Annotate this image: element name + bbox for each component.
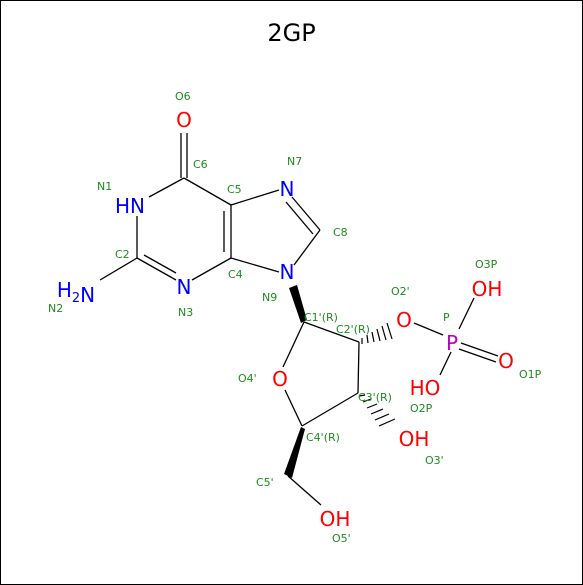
atom-n-n9: N bbox=[280, 260, 295, 284]
molecule-title: 2GP bbox=[267, 19, 316, 47]
bond-p-o2p bbox=[439, 351, 452, 376]
bond-c2-n3-a bbox=[136, 257, 177, 281]
atom-ho-o2p: HO bbox=[410, 376, 441, 400]
atom-oh-o5prime: OH bbox=[320, 507, 351, 531]
label-p: P bbox=[443, 311, 450, 324]
bond-p-o1p-a bbox=[460, 342, 499, 357]
bond-c2prime-o2prime-hash bbox=[361, 322, 393, 344]
label-c4prime: C4'(R) bbox=[306, 431, 340, 444]
label-o2p: O2P bbox=[410, 402, 433, 415]
label-o4prime: O4' bbox=[238, 372, 257, 385]
bond-n9-c1prime-wedge bbox=[289, 285, 307, 323]
label-c8: C8 bbox=[333, 226, 348, 239]
label-o3p: O3P bbox=[475, 258, 498, 271]
bond-p-o3p bbox=[458, 297, 475, 330]
label-c5prime: C5' bbox=[256, 476, 274, 489]
atom-o-o1p: O bbox=[498, 349, 514, 373]
atom-h2n-n2: H2N bbox=[57, 278, 95, 307]
bond-c4prime-c5prime-wedge bbox=[284, 427, 305, 478]
label-c3prime: C3'(R) bbox=[358, 391, 392, 404]
label-c2prime: C2'(R) bbox=[336, 323, 370, 336]
atom-o-o4prime: O bbox=[272, 367, 288, 391]
atom-o-c6: O bbox=[176, 108, 192, 132]
label-o2prime: O2' bbox=[391, 285, 410, 298]
atom-o-o2prime: O bbox=[396, 308, 412, 332]
label-o3prime: O3' bbox=[425, 454, 444, 467]
bond-p-o1p-b bbox=[458, 348, 497, 363]
bond-c3prime-c4prime bbox=[301, 392, 359, 427]
bond-n7-c8-a bbox=[291, 196, 321, 231]
bond-c4prime-o4prime bbox=[284, 389, 303, 427]
element-symbols: O HN N H2N N N O OH P O HO O OH OH bbox=[57, 108, 514, 531]
atom-hn-n1: HN bbox=[115, 194, 145, 218]
atom-n-n7: N bbox=[280, 177, 295, 201]
bond-c1prime-o4prime bbox=[282, 321, 305, 368]
atom-p: P bbox=[446, 331, 458, 355]
bond-c5-n7 bbox=[230, 189, 280, 206]
bond-o2prime-p bbox=[413, 322, 444, 336]
label-c4: C4 bbox=[228, 268, 243, 281]
label-n3: N3 bbox=[178, 306, 193, 319]
atom-labels: O6 C6 N7 N1 C5 C8 C2 C4 N2 N3 N9 O3P O2'… bbox=[48, 90, 542, 545]
label-c2: C2 bbox=[115, 248, 130, 261]
label-c6: C6 bbox=[193, 158, 208, 171]
bond-c6-c5 bbox=[183, 177, 232, 206]
bond-c2prime-c3prime bbox=[357, 341, 360, 394]
bond-n9-c4 bbox=[230, 257, 280, 273]
label-c5: C5 bbox=[227, 183, 242, 196]
bond-c3prime-o3prime-hash bbox=[358, 394, 396, 427]
label-n2: N2 bbox=[48, 302, 63, 315]
atom-n-n3: N bbox=[177, 275, 192, 299]
bonds bbox=[99, 133, 499, 506]
label-n7: N7 bbox=[287, 155, 302, 168]
bond-c6-n1 bbox=[148, 177, 185, 198]
label-n1: N1 bbox=[97, 180, 112, 193]
label-o6: O6 bbox=[175, 90, 191, 103]
atom-oh-o3p: OH bbox=[472, 277, 503, 301]
atom-oh-o3prime: OH bbox=[399, 427, 430, 451]
label-n9: N9 bbox=[262, 291, 277, 304]
bond-c2-n3-b bbox=[143, 254, 177, 274]
label-o1p: O1P bbox=[519, 368, 542, 381]
label-o5prime: O5' bbox=[332, 532, 351, 545]
bond-c1prime-c2prime bbox=[303, 321, 360, 343]
label-c1prime: C1'(R) bbox=[304, 311, 338, 324]
bond-c2-n2 bbox=[99, 257, 138, 281]
bond-n7-c8-b bbox=[285, 201, 314, 235]
bond-c8-n9 bbox=[293, 229, 321, 266]
bond-n3-c4 bbox=[191, 257, 232, 281]
bond-c5prime-o5prime bbox=[287, 475, 322, 506]
